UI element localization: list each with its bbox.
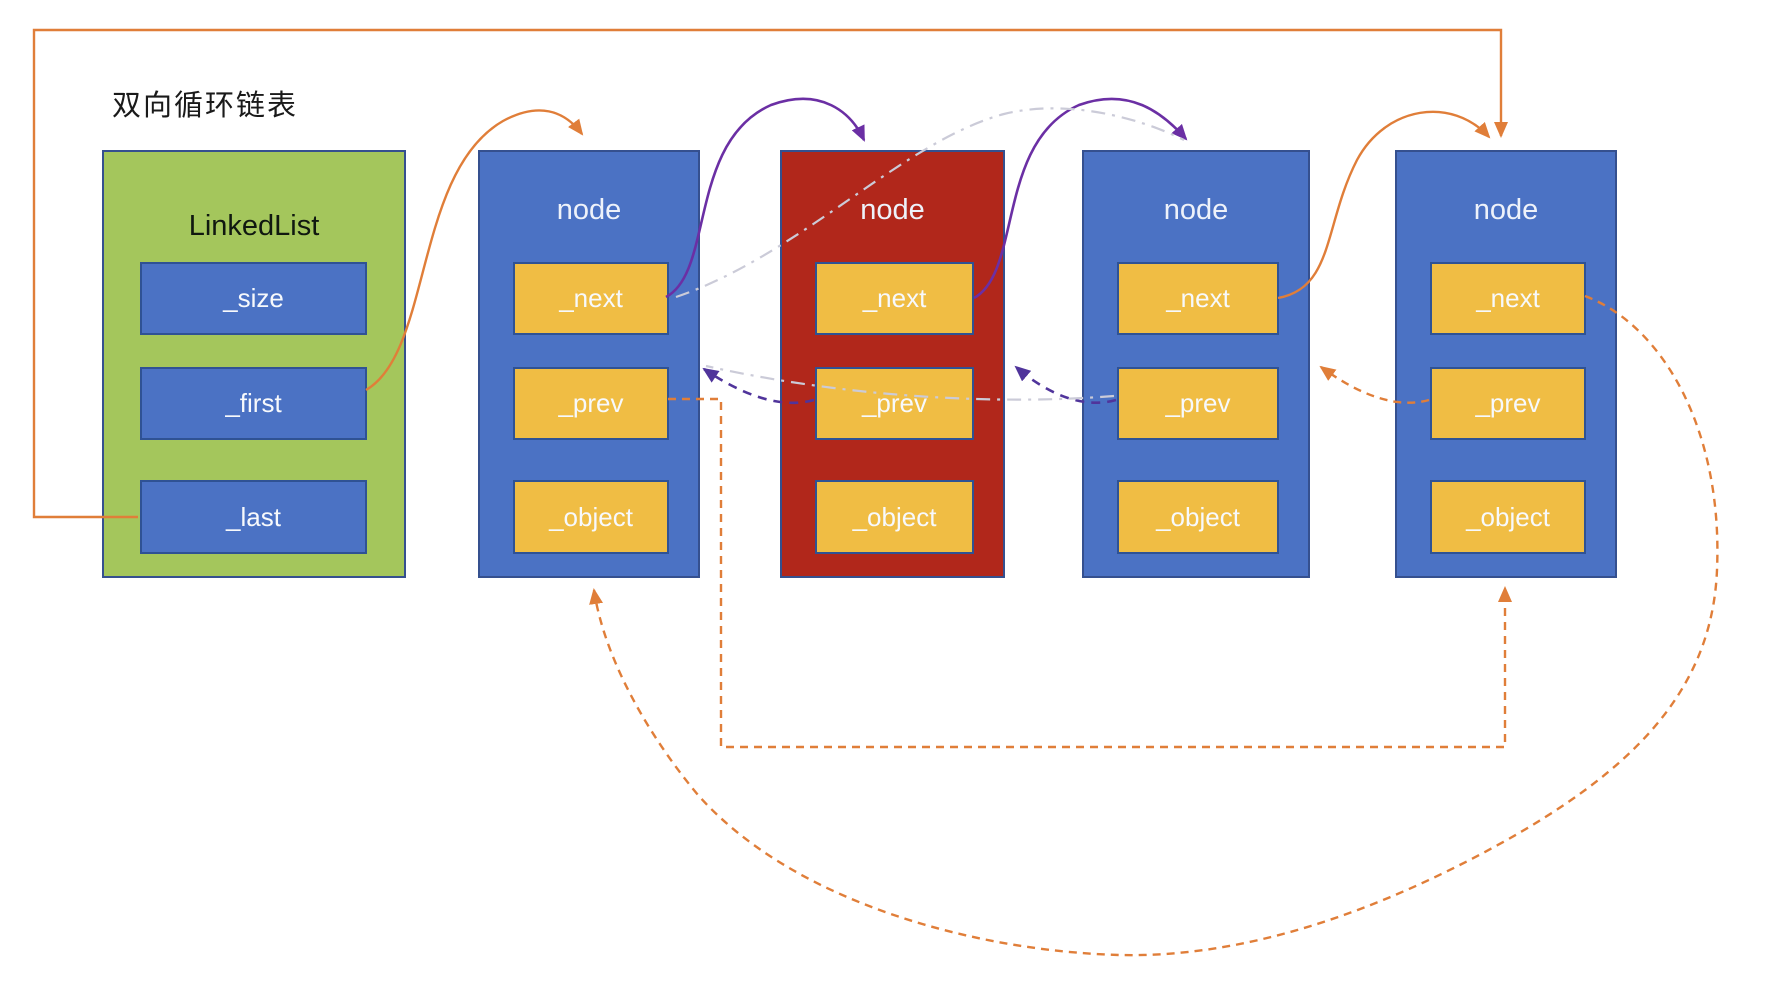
node2-title: node: [860, 194, 925, 226]
node1-field-prev: _prev: [513, 367, 669, 440]
node4-field-object: _object: [1430, 480, 1586, 554]
node1-field-next: _next: [513, 262, 669, 335]
linkedlist-field-last: _last: [140, 480, 367, 554]
linkedlist-field-first: _first: [140, 367, 367, 440]
node-box-4: node _next _prev _object: [1395, 150, 1617, 578]
node-box-1: node _next _prev _object: [478, 150, 700, 578]
linkedlist-title: LinkedList: [188, 210, 320, 242]
diagram-title: 双向循环链表: [112, 90, 299, 122]
node-box-3: node _next _prev _object: [1082, 150, 1310, 578]
linkedlist-field-size: _size: [140, 262, 367, 335]
node4-title: node: [1473, 194, 1539, 226]
node1-title: node: [556, 194, 622, 226]
node1-field-object: _object: [513, 480, 669, 554]
node4-field-prev: _prev: [1430, 367, 1586, 440]
node-box-2-highlighted: node _next _prev _object: [780, 150, 1005, 578]
node2-field-prev: _prev: [815, 367, 974, 440]
linkedlist-box: LinkedList _size _first _last: [102, 150, 406, 578]
node2-field-object: _object: [815, 480, 974, 554]
node3-field-prev: _prev: [1117, 367, 1279, 440]
node3-field-next: _next: [1117, 262, 1279, 335]
node3-field-object: _object: [1117, 480, 1279, 554]
node4-field-next: _next: [1430, 262, 1586, 335]
node3-title: node: [1163, 194, 1229, 226]
node2-field-next: _next: [815, 262, 974, 335]
